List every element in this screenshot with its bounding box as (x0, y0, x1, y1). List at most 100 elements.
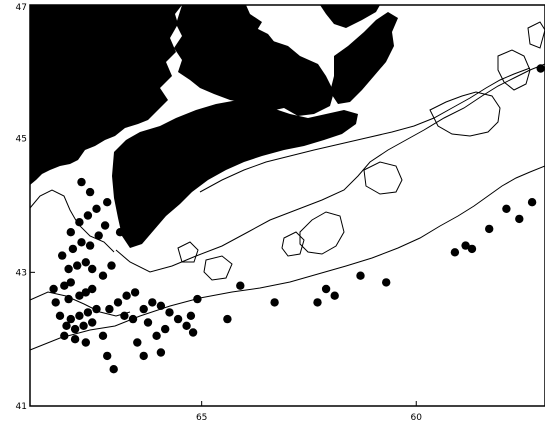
station-marker (527, 198, 537, 207)
station-marker (236, 281, 245, 290)
station-marker (58, 251, 67, 260)
station-marker (64, 294, 73, 304)
station-marker (92, 204, 101, 213)
station-marker (92, 304, 101, 314)
station-marker (193, 294, 202, 304)
eastern-shelf-contour (429, 91, 501, 137)
laurentian-channel-contour (497, 49, 531, 91)
station-marker (103, 198, 112, 207)
station-marker (461, 241, 470, 250)
latitude-axis: 47 45 43 41 (16, 3, 35, 412)
station-marker (313, 298, 322, 307)
georges-bank-contour (29, 291, 131, 317)
station-marker (485, 224, 494, 234)
station-marker (152, 331, 161, 340)
station-marker (85, 187, 95, 197)
bank-contour-small-1 (203, 255, 233, 281)
station-marker (83, 211, 93, 220)
station-marker (49, 284, 58, 294)
station-marker (186, 311, 196, 320)
coastal-contour (199, 67, 531, 193)
station-marker (382, 278, 391, 287)
station-marker (77, 238, 86, 247)
station-marker (64, 264, 73, 274)
station-marker (173, 314, 183, 324)
station-marker (55, 311, 65, 320)
station-marker (536, 64, 545, 73)
station-markers (49, 64, 545, 374)
map-border (29, 4, 545, 407)
mainland-north-landmass (30, 5, 182, 185)
station-marker (75, 311, 84, 320)
station-marker (321, 284, 331, 294)
station-marker (81, 288, 91, 297)
station-marker (143, 318, 153, 327)
station-marker (85, 241, 95, 250)
station-marker (75, 218, 84, 227)
latitude-tick-label: 41 (16, 402, 27, 412)
station-marker (70, 324, 80, 334)
station-marker (73, 261, 82, 270)
station-marker (165, 308, 174, 317)
bank-contour-small-2 (177, 241, 199, 263)
land-masses (30, 5, 398, 248)
station-marker (60, 331, 69, 340)
inner-shelf-contour (115, 63, 545, 273)
station-marker (330, 291, 339, 300)
latitude-tick-label: 47 (16, 3, 27, 13)
latitude-tick-label: 43 (16, 268, 27, 278)
station-marker (88, 318, 97, 327)
station-marker (133, 338, 142, 347)
gulf-of-maine-contour (29, 189, 115, 253)
station-marker (188, 328, 198, 337)
longitude-tick-label: 65 (196, 413, 207, 423)
station-marker (113, 298, 123, 307)
station-marker (139, 351, 148, 361)
longitude-tick-label: 60 (411, 413, 423, 423)
station-marker (66, 278, 76, 287)
station-marker (161, 324, 170, 334)
station-marker (83, 308, 93, 317)
station-marker (130, 288, 140, 297)
station-marker (128, 314, 138, 324)
station-marker (66, 314, 76, 324)
latitude-tick-label: 45 (16, 135, 27, 145)
station-marker (103, 351, 112, 361)
station-marker (68, 244, 78, 254)
station-marker (94, 231, 103, 240)
station-marker (120, 208, 129, 217)
station-marker (105, 304, 114, 314)
sable-bank-contour (363, 161, 403, 195)
station-marker (70, 335, 80, 344)
station-marker (81, 258, 91, 267)
station-marker (88, 284, 97, 294)
station-marker (77, 177, 86, 187)
station-marker (98, 271, 108, 280)
station-marker (139, 304, 148, 314)
cape-breton-island (330, 12, 398, 104)
station-marker (515, 214, 524, 224)
station-marker (51, 298, 60, 307)
station-marker (79, 321, 88, 330)
station-marker (148, 298, 157, 307)
station-marker (88, 264, 97, 274)
station-marker (60, 281, 69, 290)
station-marker (66, 228, 76, 237)
station-marker (115, 228, 125, 237)
station-marker (450, 248, 460, 257)
station-marker (107, 261, 116, 270)
station-marker (182, 321, 191, 330)
pei-island (220, 18, 276, 48)
station-marker (156, 301, 166, 310)
longitude-axis: 65 60 (196, 401, 422, 423)
nova-scotia-peninsula (112, 100, 358, 248)
cabot-strait-contour (527, 21, 545, 49)
station-marker (223, 314, 232, 324)
outer-shelf-contour (299, 211, 345, 255)
station-marker (109, 365, 118, 374)
station-marker (75, 291, 84, 300)
station-marker (62, 321, 71, 330)
station-marker (120, 311, 129, 320)
